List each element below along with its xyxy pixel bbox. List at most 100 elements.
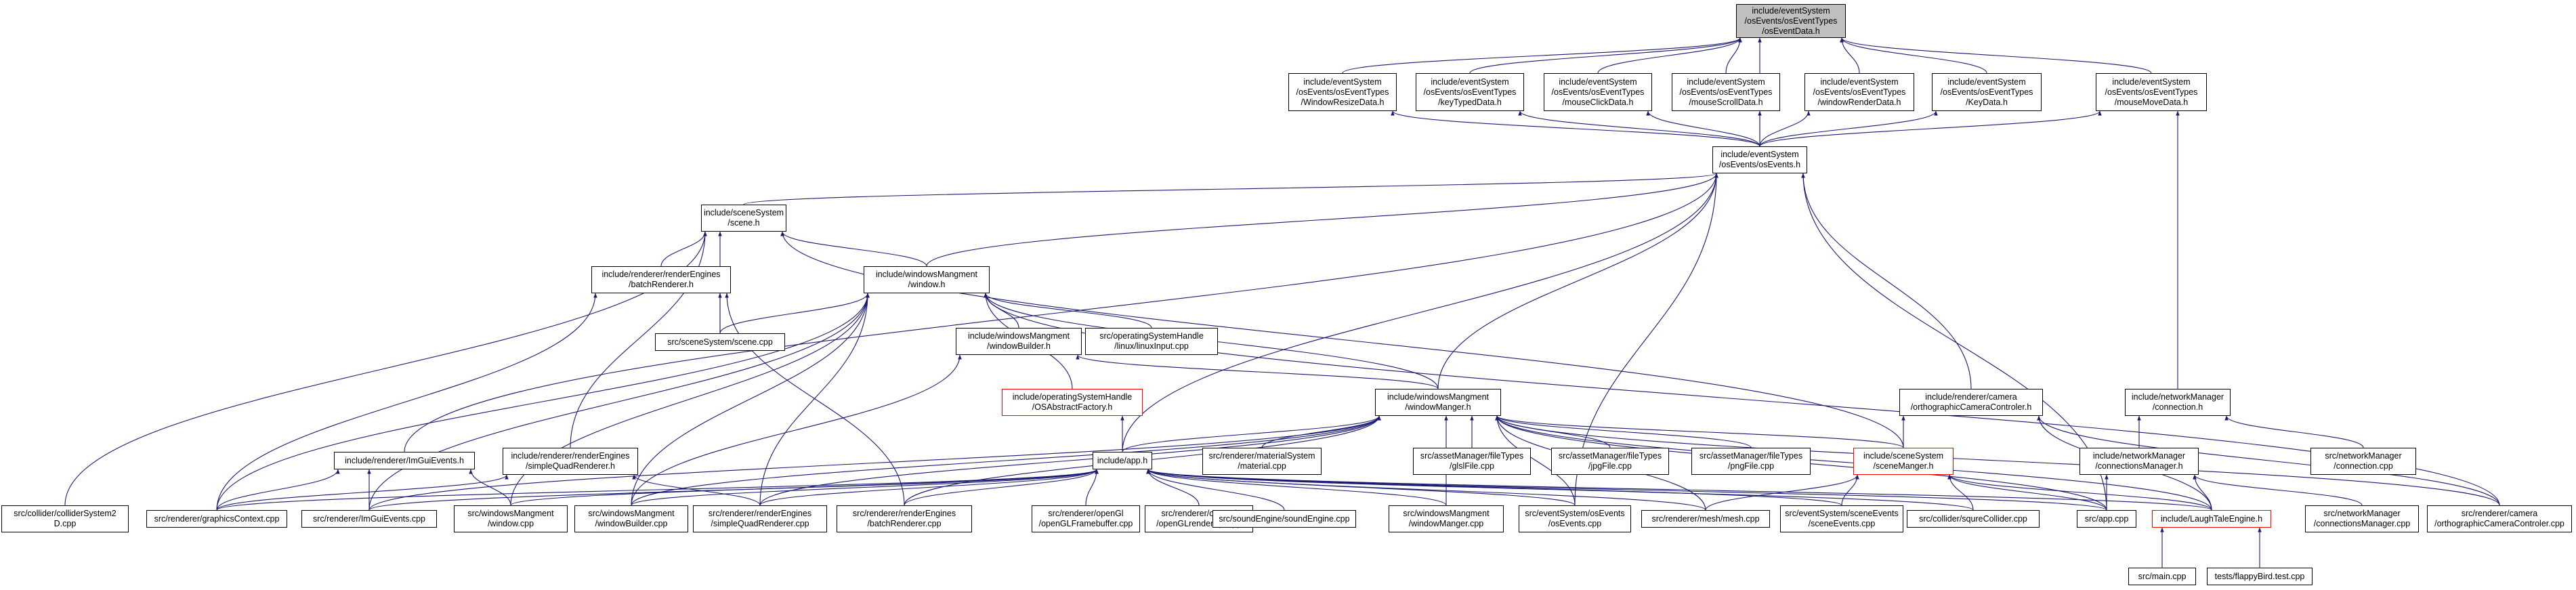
edge-batchRendererCpp-to-batchRendererH xyxy=(725,293,905,506)
node-mouseScrollData-h[interactable]: include/eventSystem /osEvents/osEventTyp… xyxy=(1672,73,1780,111)
node-connectionsManager-cpp[interactable]: src/networkManager /connectionsManager.c… xyxy=(2305,505,2419,532)
node-simpleQuadRenderer-h[interactable]: include/renderer/renderEngines /simpleQu… xyxy=(503,448,638,475)
node-sceneEvents-cpp[interactable]: src/eventSystem/sceneEvents /sceneEvents… xyxy=(1780,505,1903,532)
edge-connectionsManagerCpp-to-connectionsManagerH xyxy=(2193,474,2363,506)
node-openGLFramebuffer-cpp[interactable]: src/renderer/openGl /openGLFramebuffer.c… xyxy=(1032,505,1140,532)
node-connectionsManager-h[interactable]: include/networkManager /connectionsManag… xyxy=(2079,448,2199,475)
edge-simpleQuadCpp-to-windowMangerH xyxy=(759,415,1381,506)
edge-simpleQuadCpp-to-simpleQuadH xyxy=(632,474,761,506)
edge-appH-to-osEvents xyxy=(1122,173,1718,452)
edge-graphicsContext-to-batchRendererH xyxy=(216,293,597,511)
node-osEvents-h[interactable]: include/eventSystem /osEvents/osEvents.h xyxy=(1712,146,1807,173)
edge-windowMangerCpp-to-appH xyxy=(1146,469,1447,506)
node-windowRenderData-h[interactable]: include/eventSystem /osEvents/osEventTyp… xyxy=(1804,73,1914,111)
node-orthographicCameraControler-cpp[interactable]: src/renderer/camera /orthographicCameraC… xyxy=(2427,505,2572,532)
edge-windowH-to-osEvents xyxy=(926,173,1718,267)
edge-batchRendererH-to-sceneH xyxy=(660,231,707,267)
edge-osEventsCpp-to-windowMangerH xyxy=(1495,415,1576,506)
node-glslFile-cpp[interactable]: src/assetManager/fileTypes /glslFile.cpp xyxy=(1413,448,1531,475)
node-windowBuilder-h[interactable]: include/windowsMangment /windowBuilder.h xyxy=(956,328,1082,355)
edge-openGLRenderApi-to-appH xyxy=(1146,469,1200,506)
node-osEvents-cpp[interactable]: src/eventSystem/osEvents /osEvents.cpp xyxy=(1519,505,1631,532)
edge-orthoCamCpp-to-orthoCamH xyxy=(2037,415,2500,506)
edge-squreCollider-to-appH xyxy=(1146,469,1974,511)
edge-mouseMoveData-to-osEventData xyxy=(1840,37,2152,74)
edge-windowBuilderCpp-to-appH xyxy=(631,469,1099,506)
node-flappyBird-test-cpp[interactable]: tests/flappyBird.test.cpp xyxy=(2207,568,2313,585)
node-soundEngine-cpp[interactable]: src/soundEngine/soundEngine.cpp xyxy=(1212,510,1356,528)
node-jpgFile-cpp[interactable]: src/assetManager/fileTypes /jpgFile.cpp xyxy=(1551,448,1669,475)
node-app-h[interactable]: include/app.h xyxy=(1093,452,1152,469)
node-ImGuiEvents-h[interactable]: include/renderer/ImGuiEvents.h xyxy=(334,452,475,469)
edge-windowResizeData-to-osEventData xyxy=(1342,37,1742,74)
edge-appH-to-windowMangerH xyxy=(1122,415,1381,452)
node-window-cpp[interactable]: src/windowsMangment /window.cpp xyxy=(454,505,568,532)
node-orthographicCameraControler-h[interactable]: include/renderer/camera /orthographicCam… xyxy=(1899,389,2043,416)
node-graphicsContext-cpp[interactable]: src/renderer/graphicsContext.cpp xyxy=(146,510,287,528)
node-app-cpp[interactable]: src/app.cpp xyxy=(2077,510,2136,528)
edge-graphicsContext-to-windowH xyxy=(216,293,870,511)
edge-osEvents-to-mouseClickData xyxy=(1646,110,1760,147)
node-connection-h[interactable]: include/networkManager /connection.h xyxy=(2125,389,2231,416)
node-window-h[interactable]: include/windowsMangment /window.h xyxy=(864,266,990,293)
edge-soundEngine-to-appH xyxy=(1146,469,1285,511)
edge-laughTaleEngine-to-sceneMangerH xyxy=(1947,474,2212,511)
node-simpleQuadRenderer-cpp[interactable]: src/renderer/renderEngines /simpleQuadRe… xyxy=(693,505,827,532)
edge-imGuiEventsCpp-to-windowH xyxy=(368,293,870,511)
node-squreCollider-cpp[interactable]: src/collider/squreCollider.cpp xyxy=(1907,510,2040,528)
edge-orthoCamCpp-to-windowMangerH xyxy=(1495,415,2500,506)
edge-windowBuilderCpp-to-windowH xyxy=(631,293,870,506)
edge-osEvents-to-keyData xyxy=(1759,110,1938,147)
node-pngFile-cpp[interactable]: src/assetManager/fileTypes /pngFile.cpp xyxy=(1691,448,1811,475)
edge-imGuiEventsH-to-osEvents xyxy=(404,173,1718,452)
node-keyTypedData-h[interactable]: include/eventSystem /osEvents/osEventTyp… xyxy=(1416,73,1524,111)
edge-graphicsContext-to-simpleQuadH xyxy=(216,474,509,511)
node-mesh-cpp[interactable]: src/renderer/mesh/mesh.cpp xyxy=(1641,510,1770,528)
edge-linuxInput-to-windowH xyxy=(984,293,1152,329)
node-mouseMoveData-h[interactable]: include/eventSystem /osEvents/osEventTyp… xyxy=(2096,73,2207,111)
edge-graphicsContext-to-imGuiEventsH xyxy=(216,469,340,511)
node-WindowResizeData-h[interactable]: include/eventSystem /osEvents/osEventTyp… xyxy=(1288,73,1397,111)
edge-batchRendererCpp-to-appH xyxy=(904,469,1099,506)
edge-sceneH-to-osEvents xyxy=(743,173,1718,205)
node-sceneManger-h[interactable]: include/sceneSystem /sceneManger.h xyxy=(1853,448,1954,475)
node-windowManger-h[interactable]: include/windowsMangment /windowManger.h xyxy=(1375,389,1501,416)
node-batchRenderer-h[interactable]: include/renderer/renderEngines /batchRen… xyxy=(591,266,731,293)
node-KeyData-h[interactable]: include/eventSystem /osEvents/osEventTyp… xyxy=(1932,73,2042,111)
edge-connectionCpp-to-connectionH xyxy=(2224,415,2364,448)
node-material-cpp[interactable]: src/renderer/materialSystem /material.cp… xyxy=(1202,448,1322,475)
edge-meshCpp-to-sceneMangerH xyxy=(1705,474,1859,511)
edge-mouseClickData-to-osEventData xyxy=(1597,37,1742,74)
edge-openGLFramebuffer-to-appH xyxy=(1085,469,1099,506)
node-batchRenderer-cpp[interactable]: src/renderer/renderEngines /batchRendere… xyxy=(837,505,972,532)
node-linuxInput-cpp[interactable]: src/operatingSystemHandle /linux/linuxIn… xyxy=(1085,328,1218,355)
node-LaughTaleEngine-h[interactable]: include/LaughTaleEngine.h xyxy=(2152,510,2271,528)
node-windowBuilder-cpp[interactable]: src/windowsMangment /windowBuilder.cpp xyxy=(574,505,688,532)
node-connection-cpp[interactable]: src/networkManager /connection.cpp xyxy=(2310,448,2416,475)
edge-osEvents-to-mouseMoveData xyxy=(1759,110,2102,147)
edge-meshCpp-to-appH xyxy=(1146,469,1706,511)
node-main-cpp[interactable]: src/main.cpp xyxy=(2128,568,2196,585)
edge-windowBuilderCpp-to-windowBuilderH xyxy=(631,354,962,506)
edge-appCpp-to-sceneMangerH xyxy=(1947,474,2107,511)
edge-osEvents-to-windowRenderData xyxy=(1759,110,1811,147)
edge-sceneCpp-to-windowH xyxy=(719,293,870,334)
edge-imGuiEventsCpp-to-windowMangerH xyxy=(368,415,1381,511)
node-ImGuiEvents-cpp[interactable]: src/renderer/ImGuiEvents.cpp xyxy=(301,510,437,528)
edge-laughTaleEngine-to-appH xyxy=(1146,469,2212,511)
node-scene-cpp[interactable]: src/sceneSystem/scene.cpp xyxy=(655,333,785,351)
node-mouseClickData-h[interactable]: include/eventSystem /osEvents/osEventTyp… xyxy=(1544,73,1652,111)
edge-simpleQuadCpp-to-windowH xyxy=(759,293,870,506)
node-scene-h[interactable]: include/sceneSystem /scene.h xyxy=(701,205,786,232)
edge-keyData-to-osEventData xyxy=(1840,37,1987,74)
edge-mouseScrollData-to-osEventData xyxy=(1725,37,1742,74)
node-OSAbstractFactory-h[interactable]: include/operatingSystemHandle /OSAbstrac… xyxy=(1002,389,1143,416)
edge-windowH-to-sceneH xyxy=(780,231,927,267)
edge-graphicsContext-to-appH xyxy=(216,469,1099,511)
edge-pngFile-to-windowMangerH xyxy=(1495,415,1752,448)
node-colliderSystem2D-cpp[interactable]: src/collider/colliderSystem2 D.cpp xyxy=(1,505,129,532)
edge-appCpp-to-appH xyxy=(1146,469,2107,511)
node-windowManger-cpp[interactable]: src/windowsMangment /windowManger.cpp xyxy=(1389,505,1504,532)
edge-sceneMangerH-to-sceneH xyxy=(780,231,1904,448)
